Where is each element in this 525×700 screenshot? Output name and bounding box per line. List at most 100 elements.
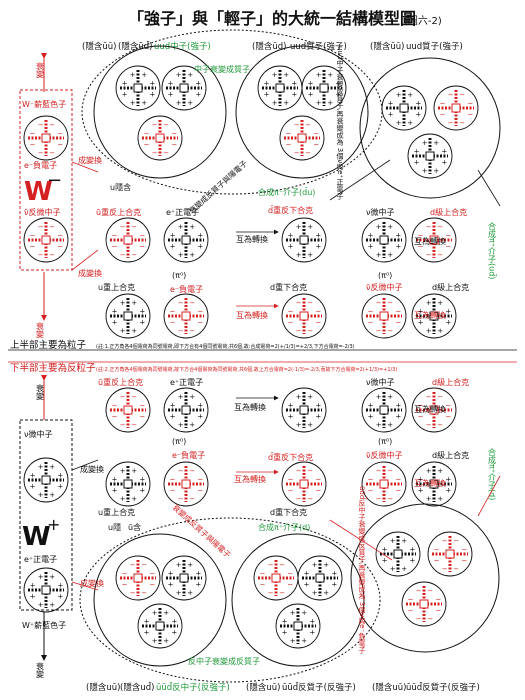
svg-text:+: + <box>30 593 36 601</box>
ul-hide-u: u隱含 <box>110 182 131 192</box>
ur-nubar: ν̄反微中子 <box>366 282 402 292</box>
caption-top-2: (隱含ūd̄) <box>118 40 152 52</box>
svg-text:−: − <box>440 111 446 119</box>
w-minus-neutrino-label: ν̄反微中子 <box>24 207 60 217</box>
svg-text:−: − <box>387 467 393 475</box>
particle-28: −−−−−−−− <box>281 461 327 507</box>
svg-text:−: − <box>38 121 44 129</box>
svg-text:+: + <box>189 421 195 429</box>
svg-text:+: + <box>418 487 424 495</box>
svg-text:−: − <box>368 319 374 327</box>
particle-40: −−−−−−−− <box>427 531 473 577</box>
svg-text:−: − <box>408 607 414 615</box>
svg-text:−: − <box>49 223 55 231</box>
svg-text:+: + <box>131 467 137 475</box>
svg-text:+: + <box>139 319 145 327</box>
svg-text:+: + <box>331 569 337 577</box>
svg-text:−: − <box>149 569 155 577</box>
svg-text:−: − <box>313 129 319 137</box>
svg-text:+: + <box>307 223 313 231</box>
svg-text:+: + <box>301 609 307 617</box>
ll-ubar: ū重反上合克 <box>98 377 143 387</box>
svg-text:−: − <box>387 327 393 335</box>
upper-hadron-circles <box>81 29 501 199</box>
particle-15: ++++++++ <box>257 65 303 111</box>
svg-text:+: + <box>170 243 176 251</box>
svg-text:−: − <box>189 467 195 475</box>
svg-text:−: − <box>260 581 266 589</box>
svg-text:−: − <box>434 557 440 565</box>
svg-text:+: + <box>407 119 413 127</box>
svg-text:−: − <box>49 251 55 259</box>
svg-text:+: + <box>149 79 155 87</box>
svg-text:+: + <box>418 319 424 327</box>
lr-nubar: ν̄反微中子 <box>366 450 402 460</box>
svg-text:+: + <box>415 99 421 107</box>
svg-text:+: + <box>388 99 394 107</box>
svg-text:−: − <box>139 243 145 251</box>
svg-text:+: + <box>409 545 415 553</box>
svg-text:−: − <box>307 467 313 475</box>
lower-right-labels: ν微中子 d級上合克 互為轉換 (π⁰) ν̄反微中子 d級上合克 互為轉換 合… <box>258 377 469 532</box>
ur-d-minus: d級上合克 <box>432 282 469 292</box>
svg-text:−: − <box>131 223 137 231</box>
ll-d-down: d重下合克 <box>270 507 307 517</box>
svg-text:−: − <box>307 327 313 335</box>
svg-text:+: + <box>288 401 294 409</box>
svg-text:+: + <box>316 99 322 107</box>
svg-text:+: + <box>120 327 126 335</box>
svg-text:−: − <box>130 589 136 597</box>
svg-text:+: + <box>195 569 201 577</box>
ll-hide-u: u隱 <box>108 522 121 532</box>
svg-text:+: + <box>433 139 439 147</box>
svg-text:−: − <box>260 569 266 577</box>
upper-half-note: 上半部主要為粒子 <box>10 339 87 351</box>
svg-text:+: + <box>144 617 150 625</box>
svg-text:−: − <box>268 589 274 597</box>
upper-right-labels: ν微中子 d級上合克 互為轉換 (π⁰) ν̄反微中子 d級上合克 互為轉換 合… <box>258 187 469 320</box>
particle-4: ++++++++ <box>281 217 327 263</box>
svg-text:+: + <box>312 561 318 569</box>
svg-text:+: + <box>307 251 313 259</box>
svg-text:+: + <box>122 91 128 99</box>
svg-text:+: + <box>395 413 401 421</box>
svg-text:−: − <box>368 475 374 483</box>
svg-text:+: + <box>376 421 382 429</box>
svg-text:+: + <box>315 401 321 409</box>
particle-16: ++++++++ <box>301 65 347 111</box>
svg-text:−: − <box>426 223 432 231</box>
svg-text:+: + <box>290 609 296 617</box>
svg-text:+: + <box>120 299 126 307</box>
svg-text:+: + <box>163 637 169 645</box>
svg-text:−: − <box>178 495 184 503</box>
svg-text:−: − <box>305 121 311 129</box>
particle-23: −−−−−−−− <box>105 387 151 433</box>
proton-decay-note: 中子衰變成質子 <box>194 64 250 74</box>
svg-text:+: + <box>112 307 118 315</box>
svg-text:−: − <box>315 487 321 495</box>
caption-bottom-1: (隱含uū) <box>86 682 120 693</box>
svg-text:+: + <box>30 483 36 491</box>
svg-text:−: − <box>279 561 285 569</box>
particle-10: −−−−−−−− <box>361 293 407 339</box>
svg-text:−: − <box>287 581 293 589</box>
svg-text:+: + <box>178 421 184 429</box>
diagonal-upper: 衰變成反質子與陽電子 <box>187 158 250 216</box>
particle-8: ++++++++ <box>361 217 407 263</box>
svg-text:−: − <box>120 223 126 231</box>
svg-text:−: − <box>139 401 145 409</box>
svg-text:−: − <box>437 223 443 231</box>
svg-text:+: + <box>149 91 155 99</box>
svg-text:+: + <box>437 299 443 307</box>
svg-text:+: + <box>112 319 118 327</box>
svg-text:+: + <box>401 537 407 545</box>
svg-text:+: + <box>163 609 169 617</box>
svg-text:−: − <box>57 141 63 149</box>
ll-mutual-2: 互為轉換 <box>234 474 266 484</box>
svg-text:+: + <box>144 629 150 637</box>
lr-d-plus: d級上合克 <box>432 377 469 387</box>
svg-text:+: + <box>315 243 321 251</box>
svg-text:+: + <box>38 573 44 581</box>
svg-text:+: + <box>414 159 420 167</box>
svg-text:+: + <box>168 79 174 87</box>
